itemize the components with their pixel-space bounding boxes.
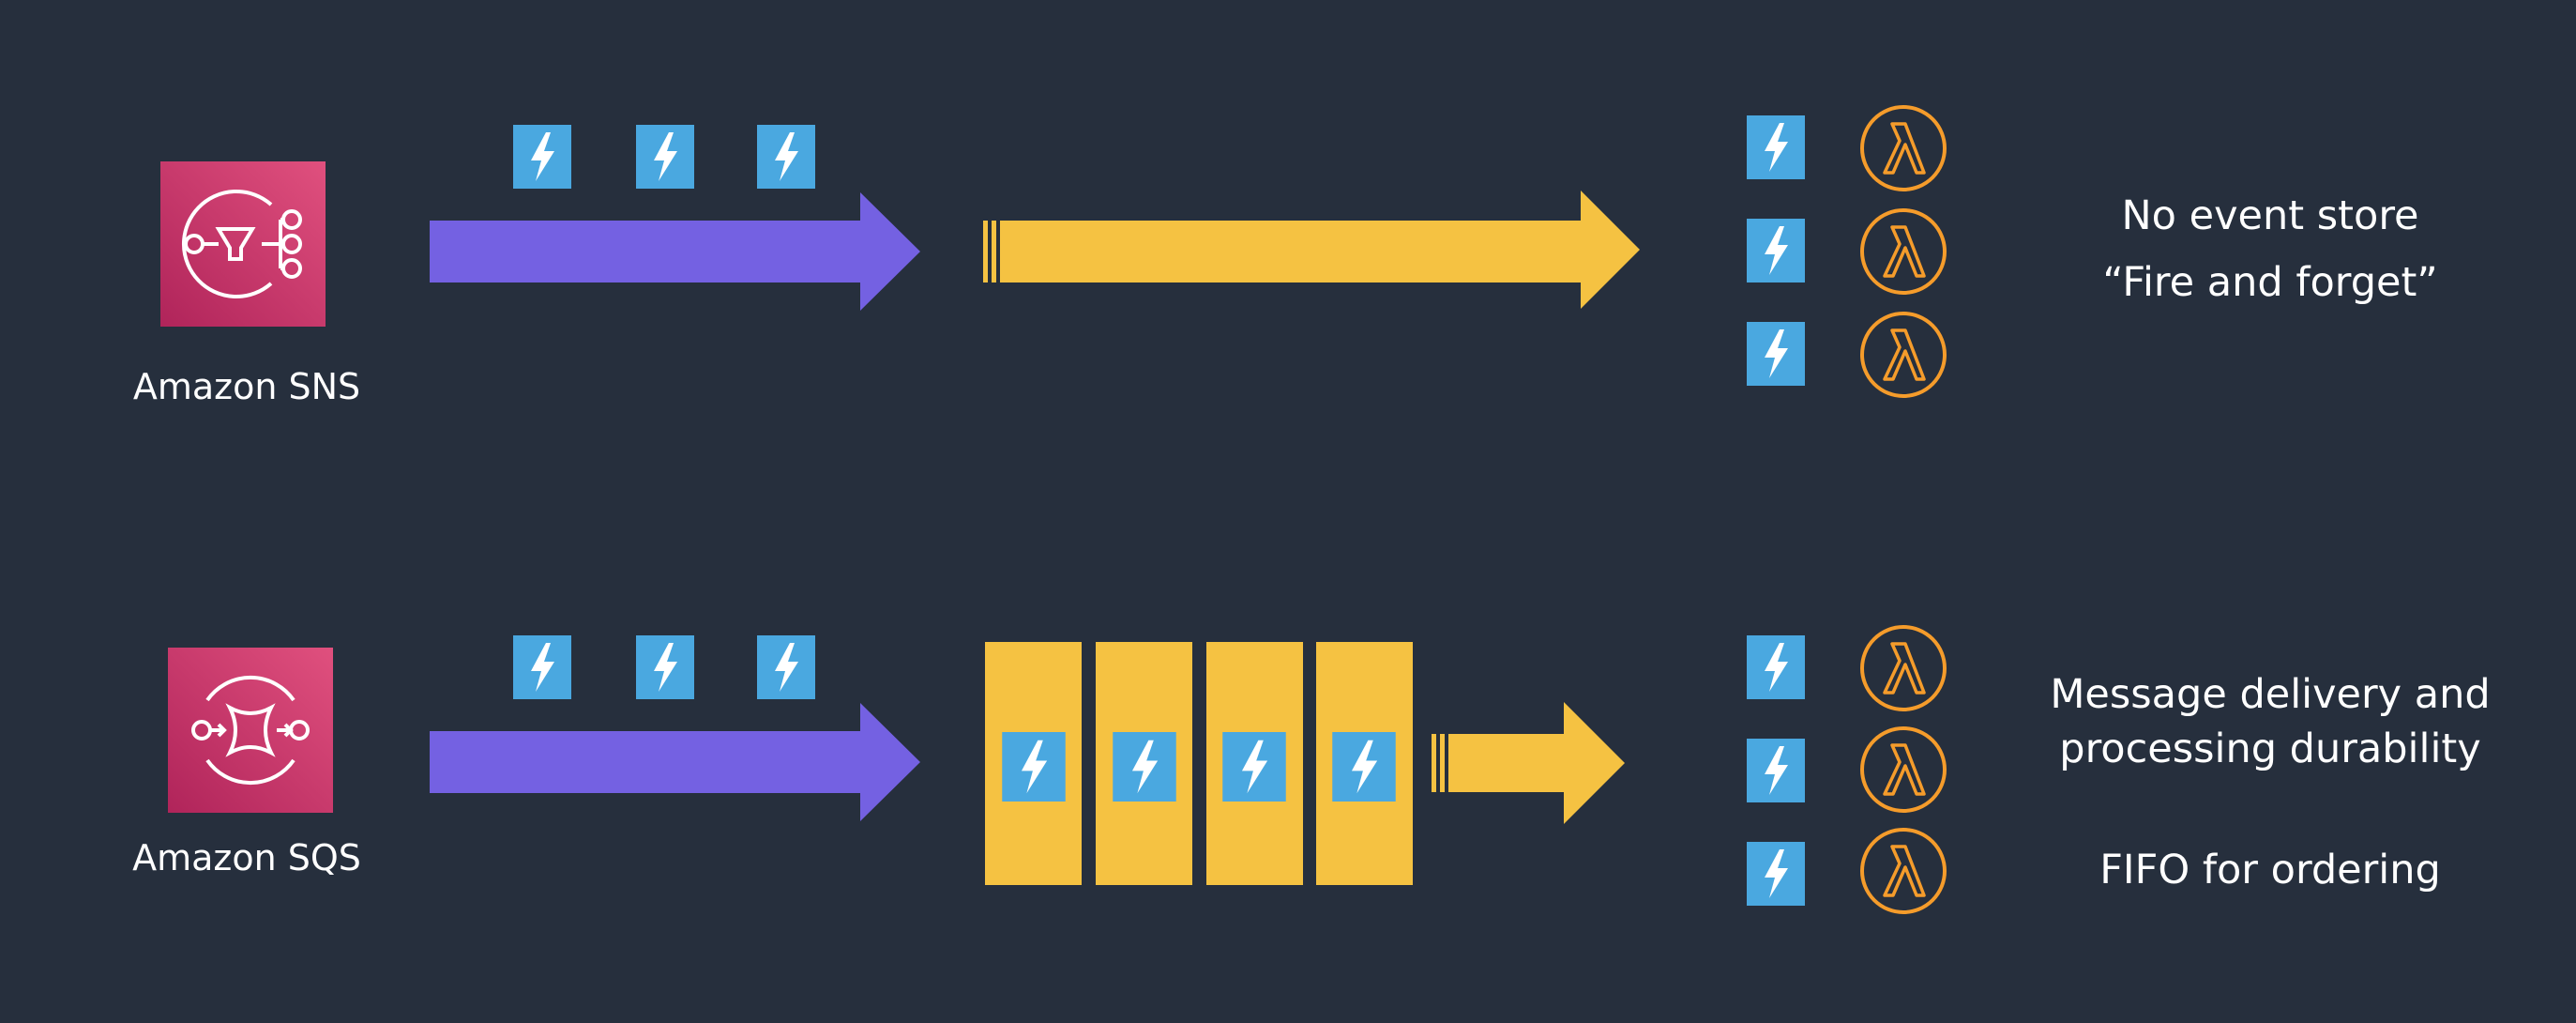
lightning-event-icon	[1747, 115, 1805, 179]
lambda-icon	[1858, 725, 1948, 815]
sqs-label: Amazon SQS	[132, 837, 361, 878]
lambda-icon	[1858, 623, 1948, 713]
lightning-event-icon	[1747, 842, 1805, 906]
sqs-queue-icon	[168, 648, 333, 813]
sns-note-1: No event store	[2121, 192, 2419, 239]
sns-note-2: “Fire and forget”	[2102, 259, 2438, 306]
lightning-event-icon	[1222, 732, 1286, 802]
lightning-event-icon	[1747, 635, 1805, 699]
delivery-arrow	[1432, 702, 1625, 824]
lightning-event-icon	[636, 635, 694, 699]
lightning-event-icon	[1747, 739, 1805, 802]
lightning-event-icon	[636, 125, 694, 189]
lightning-event-icon	[1002, 732, 1066, 802]
publish-arrow	[430, 192, 920, 311]
lightning-event-icon	[757, 125, 815, 189]
lightning-event-icon	[1747, 219, 1805, 282]
lightning-event-icon	[1113, 732, 1176, 802]
lambda-icon	[1858, 826, 1948, 916]
lightning-event-icon	[1747, 322, 1805, 386]
sns-topic-icon	[160, 161, 326, 327]
lightning-event-icon	[513, 125, 571, 189]
delivery-arrow	[983, 191, 1640, 309]
sqs-note-2: FIFO for ordering	[2099, 847, 2441, 893]
lambda-icon	[1858, 310, 1948, 400]
sqs-note-1: Message delivery and processing durabili…	[2050, 671, 2491, 772]
lightning-event-icon	[513, 635, 571, 699]
publish-arrow	[430, 703, 920, 821]
lambda-icon	[1858, 206, 1948, 297]
lambda-icon	[1858, 103, 1948, 193]
lightning-event-icon	[1332, 732, 1396, 802]
sns-label: Amazon SNS	[132, 366, 361, 407]
lightning-event-icon	[757, 635, 815, 699]
